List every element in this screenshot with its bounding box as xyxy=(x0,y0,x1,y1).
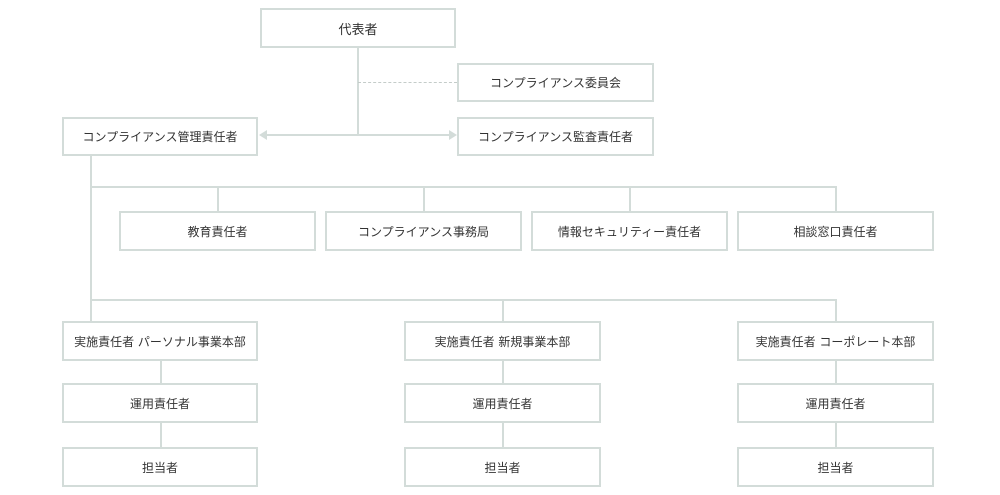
connector-rep-down xyxy=(357,47,359,135)
connector-div2-operation-person xyxy=(502,422,504,448)
division-head-box: 実施責任者 コーポレート本部 xyxy=(737,321,934,361)
operation-manager-box: 運用責任者 xyxy=(404,383,601,423)
connector-div1-head-operation xyxy=(160,360,162,384)
connector-div3-operation-person xyxy=(835,422,837,448)
connector-div2-head-operation xyxy=(502,360,504,384)
connector-division-horizontal xyxy=(90,299,837,301)
auditor-box: コンプライアンス監査責任者 xyxy=(457,117,654,156)
committee-box: コンプライアンス委員会 xyxy=(457,63,654,102)
arrow-to-manager-icon xyxy=(259,130,267,140)
connector-division-drop-1 xyxy=(90,299,92,322)
connector-div3-head-operation xyxy=(835,360,837,384)
compliance-office-box: コンプライアンス事務局 xyxy=(325,211,522,251)
person-in-charge-box: 担当者 xyxy=(737,447,934,487)
operation-manager-box: 運用責任者 xyxy=(62,383,258,423)
connector-staff-drop-4 xyxy=(835,186,837,212)
connector-division-drop-2 xyxy=(502,299,504,322)
connector-horizontal-manager-auditor xyxy=(266,134,450,136)
connector-staff-drop-2 xyxy=(423,186,425,212)
connector-committee-dashed xyxy=(358,82,457,83)
representative-box: 代表者 xyxy=(260,8,456,48)
connector-div1-operation-person xyxy=(160,422,162,448)
manager-box: コンプライアンス管理責任者 xyxy=(62,117,258,156)
connector-staff-drop-1 xyxy=(217,186,219,212)
education-manager-box: 教育責任者 xyxy=(119,211,316,251)
division-head-box: 実施責任者 パーソナル事業本部 xyxy=(62,321,258,361)
consultation-manager-box: 相談窓口責任者 xyxy=(737,211,934,251)
operation-manager-box: 運用責任者 xyxy=(737,383,934,423)
connector-manager-trunk xyxy=(90,156,92,300)
connector-staff-drop-3 xyxy=(629,186,631,212)
connector-division-drop-3 xyxy=(835,299,837,322)
security-manager-box: 情報セキュリティー責任者 xyxy=(531,211,728,251)
division-head-box: 実施責任者 新規事業本部 xyxy=(404,321,601,361)
person-in-charge-box: 担当者 xyxy=(404,447,601,487)
connector-staff-horizontal xyxy=(90,186,837,188)
person-in-charge-box: 担当者 xyxy=(62,447,258,487)
arrow-to-auditor-icon xyxy=(449,130,457,140)
